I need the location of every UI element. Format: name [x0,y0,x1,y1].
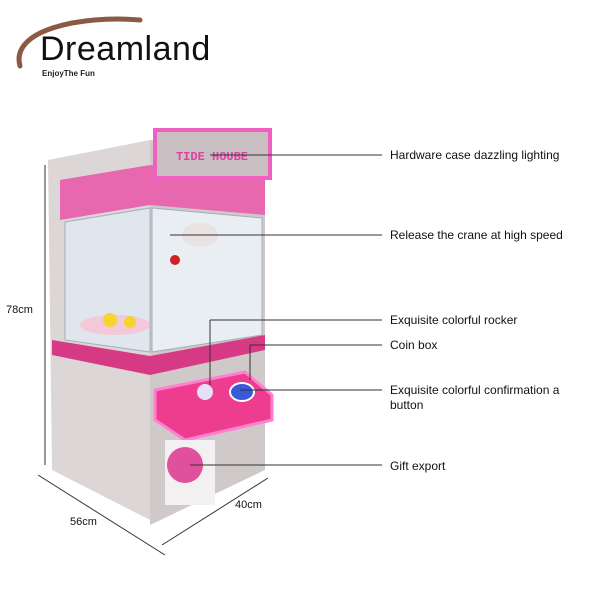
brand-tagline: EnjoyThe Fun [42,69,95,78]
callout-gift-export: Gift export [390,459,446,473]
sign-box [153,128,272,180]
pink-band [52,335,265,375]
dimension-depth: 56cm [70,516,97,528]
glass-front [151,207,263,353]
brand-logo: Dreamland [40,30,211,68]
callout-confirm-button: Exquisite colorful confirmation a button [390,383,560,412]
logo-arc [16,16,143,69]
dimension-width: 40cm [235,499,262,511]
confirm-button [229,382,255,402]
callout-crane: Release the crane at high speed [390,228,563,242]
gift-badge [167,447,203,483]
callout-coin-box: Coin box [390,338,438,352]
callout-lighting: Hardware case dazzling lighting [390,148,560,162]
dimension-height: 78cm [6,304,33,316]
rocker [197,384,213,400]
callout-rocker: Exquisite colorful rocker [390,313,518,327]
sign-text: TIDE HOUBE [176,150,248,164]
